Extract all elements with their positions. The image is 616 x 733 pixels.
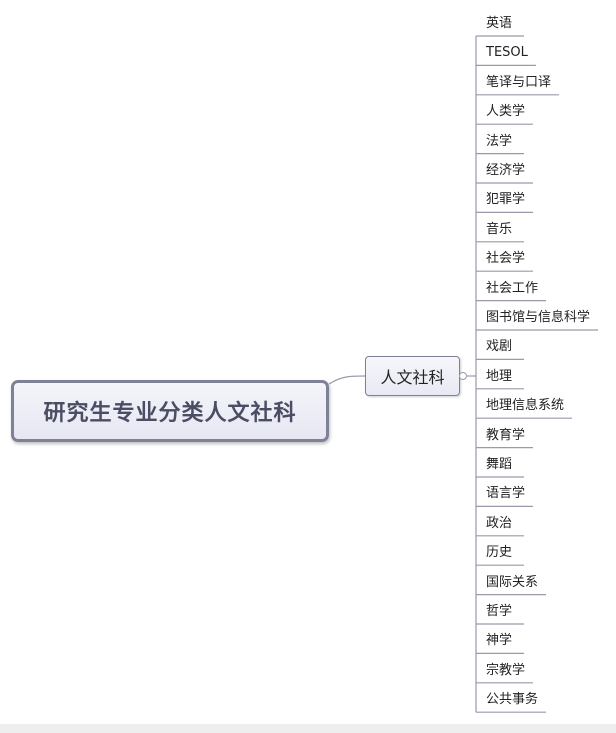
leaf-node[interactable]: 社会工作 <box>486 280 539 296</box>
leaf-node[interactable]: 音乐 <box>486 221 513 237</box>
leaf-node[interactable]: TESOL <box>486 45 528 61</box>
branch-node-label: 人文社科 <box>380 368 445 387</box>
leaf-node[interactable]: 地理 <box>486 368 513 384</box>
leaf-node[interactable]: 笔译与口译 <box>486 74 552 90</box>
leaf-node[interactable]: 政治 <box>486 515 513 531</box>
leaf-node[interactable]: 社会学 <box>486 251 526 267</box>
leaf-node[interactable]: 犯罪学 <box>486 192 526 208</box>
branch-node[interactable]: 人文社科 <box>365 356 460 396</box>
leaf-node[interactable]: 英语 <box>486 16 513 31</box>
leaf-node[interactable]: 宗教学 <box>486 662 526 678</box>
root-node[interactable]: 研究生专业分类人文社科 <box>11 380 329 442</box>
leaf-node[interactable]: 教育学 <box>486 427 526 443</box>
leaf-node[interactable]: 法学 <box>486 133 513 149</box>
collapse-toggle-icon[interactable] <box>459 372 467 380</box>
leaf-node[interactable]: 戏剧 <box>486 339 513 355</box>
bottom-strip <box>0 724 616 733</box>
leaf-node[interactable]: 经济学 <box>486 163 526 178</box>
root-branch-connector <box>328 375 366 385</box>
leaf-node[interactable]: 国际关系 <box>486 574 539 590</box>
leaf-node[interactable]: 公共事务 <box>486 692 539 708</box>
leaf-node[interactable]: 舞蹈 <box>486 457 513 472</box>
leaf-node[interactable]: 图书馆与信息科学 <box>486 310 591 325</box>
leaf-node[interactable]: 语言学 <box>486 486 526 502</box>
leaf-node[interactable]: 人类学 <box>486 104 526 120</box>
leaf-node[interactable]: 历史 <box>486 545 513 561</box>
leaf-node[interactable]: 地理信息系统 <box>486 398 565 414</box>
root-node-label: 研究生专业分类人文社科 <box>43 401 297 426</box>
leaf-node[interactable]: 神学 <box>486 633 513 649</box>
leaf-node[interactable]: 哲学 <box>486 604 513 619</box>
